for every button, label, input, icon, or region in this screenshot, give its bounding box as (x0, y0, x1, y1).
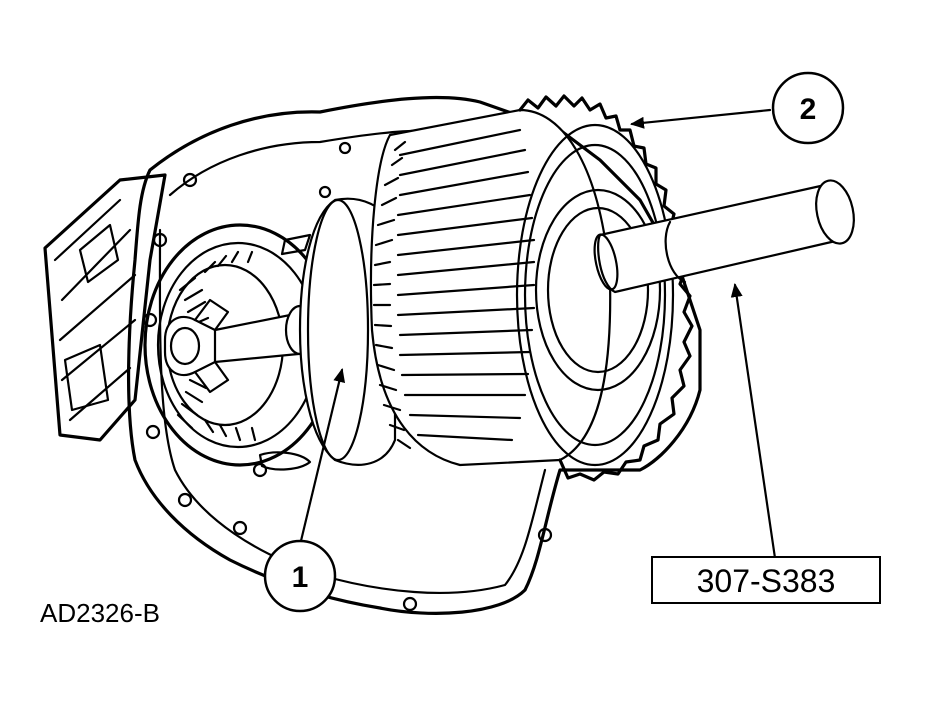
leader-line-1 (298, 368, 346, 547)
tool-number-box: 307-S383 (651, 556, 881, 604)
callout-1: 1 (263, 539, 337, 613)
leader-lines (298, 108, 777, 560)
clutch-drum (369, 94, 694, 482)
tool-number-label: 307-S383 (697, 563, 836, 599)
callout-1-label: 1 (292, 561, 309, 594)
leader-line-2 (630, 108, 772, 129)
leader-line-tool (730, 283, 777, 560)
special-tool-cylinder (593, 179, 855, 294)
callout-2-label: 2 (800, 93, 817, 126)
figure-id: AD2326-B (40, 598, 160, 628)
callout-2: 2 (771, 71, 845, 145)
